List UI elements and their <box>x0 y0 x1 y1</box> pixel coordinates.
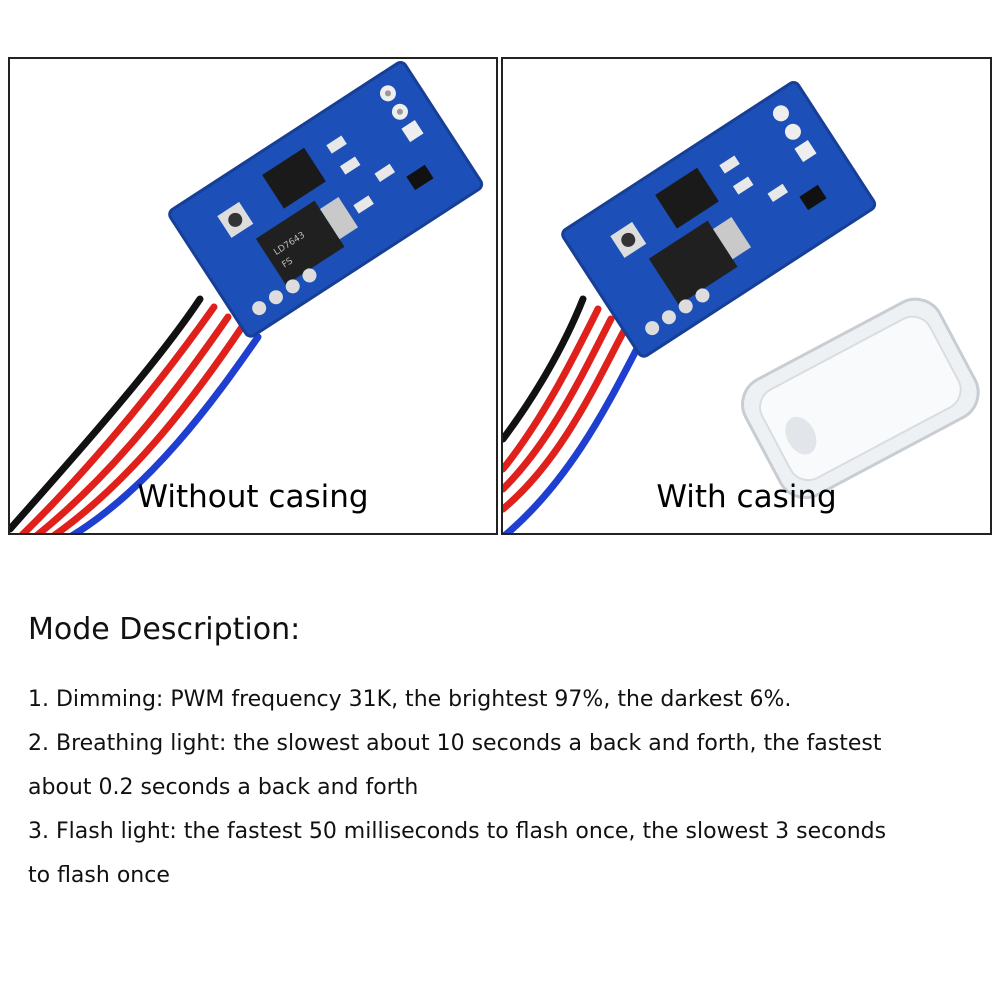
mode-line: 3. Flash light: the fastest 50 milliseco… <box>28 819 887 844</box>
product-photo-without-casing: LD7643 FS Without casing <box>8 57 498 535</box>
wire-bundle <box>503 295 645 533</box>
mode-description-list: 1. Dimming: PWM frequency 31K, the brigh… <box>28 678 928 898</box>
mode-line: 2. Breathing light: the slowest about 10… <box>28 731 882 756</box>
product-photo-with-casing: With casing <box>501 57 992 535</box>
mode-line: about 0.2 seconds a back and forth <box>28 775 419 800</box>
pcb-module-image: LD7643 FS <box>10 61 484 533</box>
pcb-board: LD7643 FS <box>168 61 484 338</box>
mode-line: to flash once <box>28 863 170 888</box>
mode-line: 1. Dimming: PWM frequency 31K, the brigh… <box>28 687 792 712</box>
right-caption: With casing <box>656 479 837 515</box>
left-caption: Without casing <box>137 479 369 515</box>
pcb-board <box>561 81 877 358</box>
wire-bundle <box>10 295 262 533</box>
mode-description-title: Mode Description: <box>28 612 301 647</box>
pcb-module-with-case-image <box>503 81 980 533</box>
clear-casing <box>741 297 980 500</box>
